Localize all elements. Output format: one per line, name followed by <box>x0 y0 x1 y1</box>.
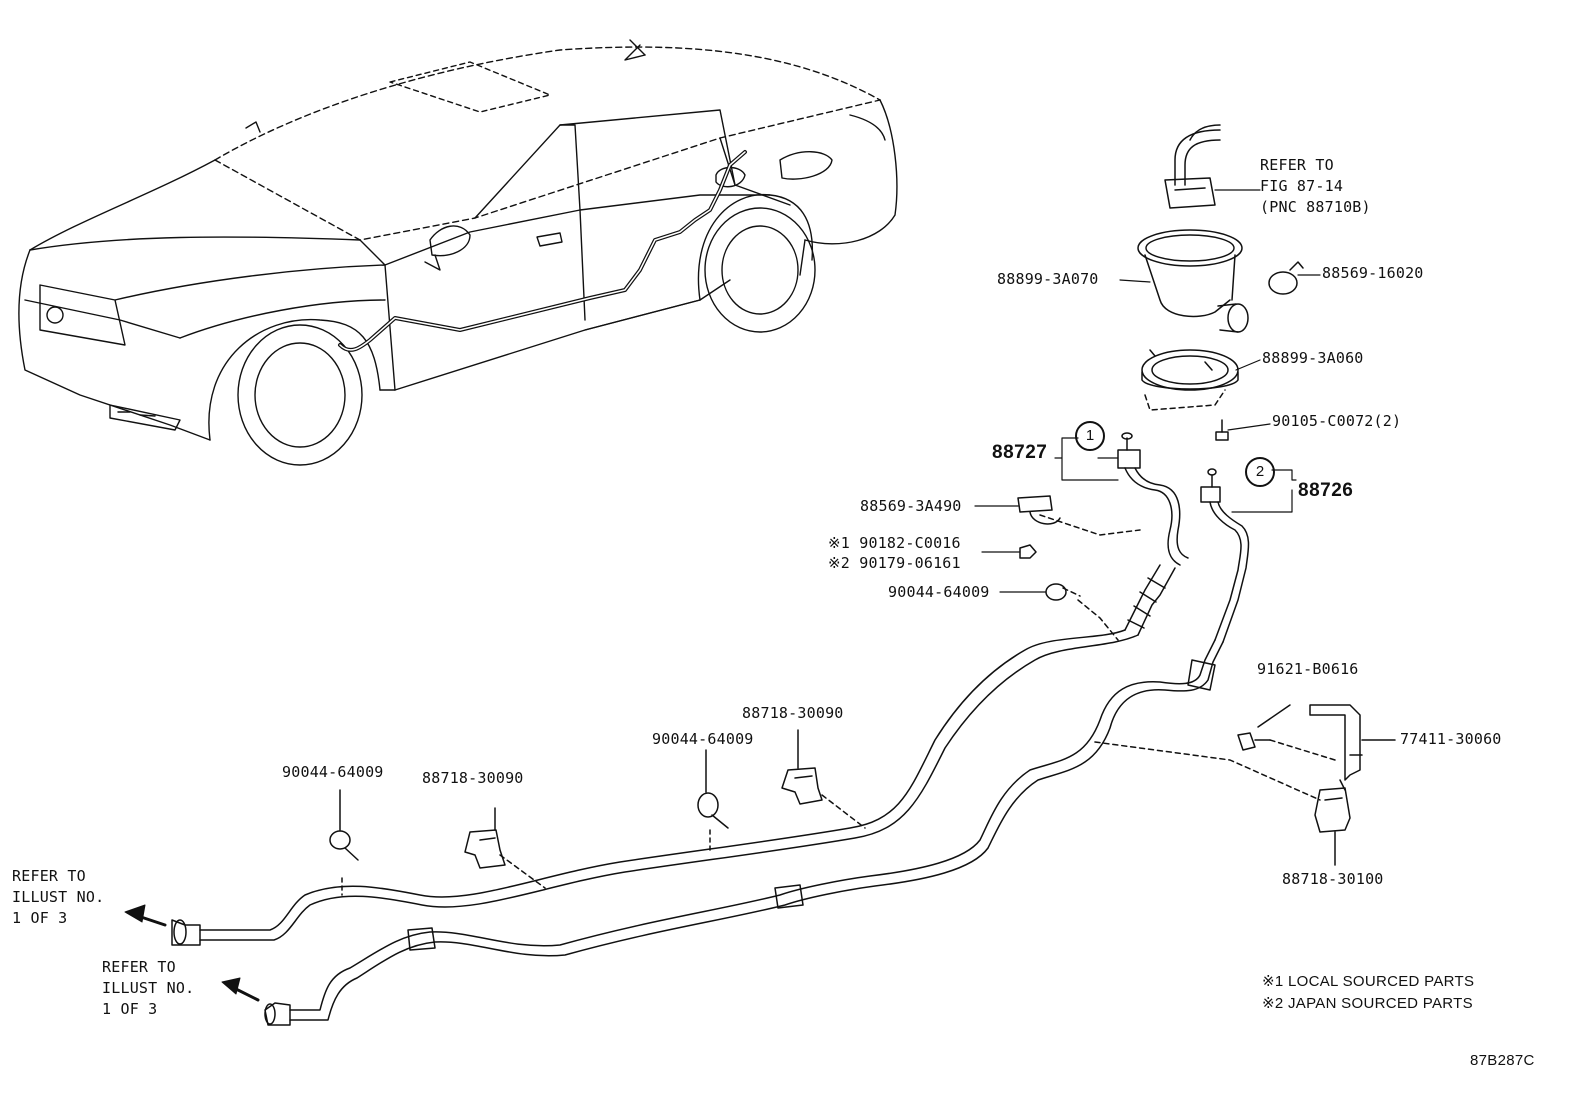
diagram-code: 87B287C <box>1470 1052 1535 1069</box>
refer-fig-line3: (PNC 88710B) <box>1260 198 1371 216</box>
refer-illust-upper-line3: 1 OF 3 <box>12 909 68 927</box>
hose-88727 <box>1117 432 1189 636</box>
clip-88718-30100 <box>1094 741 1351 866</box>
part-88569-16020-label: 88569-16020 <box>1322 264 1424 282</box>
part-90044-64009-left-label: 90044-64009 <box>282 763 384 781</box>
leader-lines <box>974 189 1321 593</box>
refer-fig-line2: FIG 87-14 <box>1260 177 1344 195</box>
part-88718-30090-mid-label: 88718-30090 <box>742 704 844 722</box>
clamp-88569-16020 <box>1268 261 1304 295</box>
nut-90182 <box>1019 544 1037 559</box>
fuel-pipe-lower <box>264 639 1224 1026</box>
part-90105-c0072-label: 90105-C0072(2) <box>1272 412 1402 430</box>
part-88718-30100-label: 88718-30100 <box>1282 870 1384 888</box>
part-90044-64009-mid-label: 90044-64009 <box>652 730 754 748</box>
clamp-90044-mid <box>697 749 729 853</box>
refer-illust-lower-label: REFER TO ILLUST NO. 1 OF 3 <box>102 957 194 1020</box>
filler-neck <box>1137 229 1249 333</box>
part-91621-b0616-label: 91621-B0616 <box>1257 660 1359 678</box>
part-88718-30090-left-label: 88718-30090 <box>422 769 524 787</box>
part-88899-3a060-label: 88899-3A060 <box>1262 349 1364 367</box>
part-88899-3a070-label: 88899-3A070 <box>997 270 1099 288</box>
callout-1: 1 <box>1075 421 1105 451</box>
part-88569-3a490-label: 88569-3A490 <box>860 497 962 515</box>
refer-illust-lower-line1: REFER TO <box>102 958 176 976</box>
refer-fig-line1: REFER TO <box>1260 156 1334 174</box>
clip-88569-3a490 <box>1017 495 1141 536</box>
filler-ring <box>1141 349 1239 411</box>
callout-2: 2 <box>1245 457 1275 487</box>
part-90182-c0016-label: ※1 90182-C0016 <box>828 534 961 552</box>
bracket-77411 <box>1309 704 1396 781</box>
part-88726-label: 88726 <box>1298 480 1354 501</box>
refer-fig-label: REFER TO FIG 87-14 (PNC 88710B) <box>1260 155 1371 218</box>
refer-illust-lower-line3: 1 OF 3 <box>102 1000 158 1018</box>
clip-88718-left <box>464 807 546 889</box>
arrow-upper <box>124 904 167 927</box>
refer-illust-upper-label: REFER TO ILLUST NO. 1 OF 3 <box>12 866 104 929</box>
refer-illust-upper-line1: REFER TO <box>12 867 86 885</box>
refer-illust-upper-line2: ILLUST NO. <box>12 888 105 906</box>
filler-pipe-connector <box>1164 124 1221 209</box>
car-illustration <box>18 39 898 466</box>
part-90044-64009-top-label: 90044-64009 <box>888 583 990 601</box>
note-local-sourced: ※1 LOCAL SOURCED PARTS <box>1262 973 1475 990</box>
bolt-91621 <box>1237 704 1336 761</box>
hose-88726 <box>1200 468 1250 643</box>
arrow-lower <box>221 977 260 1002</box>
part-90179-06161-label: ※2 90179-06161 <box>828 554 961 572</box>
part-77411-30060-label: 77411-30060 <box>1400 730 1502 748</box>
clip-88718-mid <box>781 729 866 829</box>
fuel-pipe-upper <box>171 629 1139 946</box>
part-88727-label: 88727 <box>992 442 1048 463</box>
bolt-90105 <box>1215 419 1229 441</box>
clamp-90044-left <box>329 789 359 896</box>
refer-illust-lower-line2: ILLUST NO. <box>102 979 195 997</box>
note-japan-sourced: ※2 JAPAN SOURCED PARTS <box>1262 995 1473 1012</box>
clamp-90044-top <box>1045 583 1119 641</box>
